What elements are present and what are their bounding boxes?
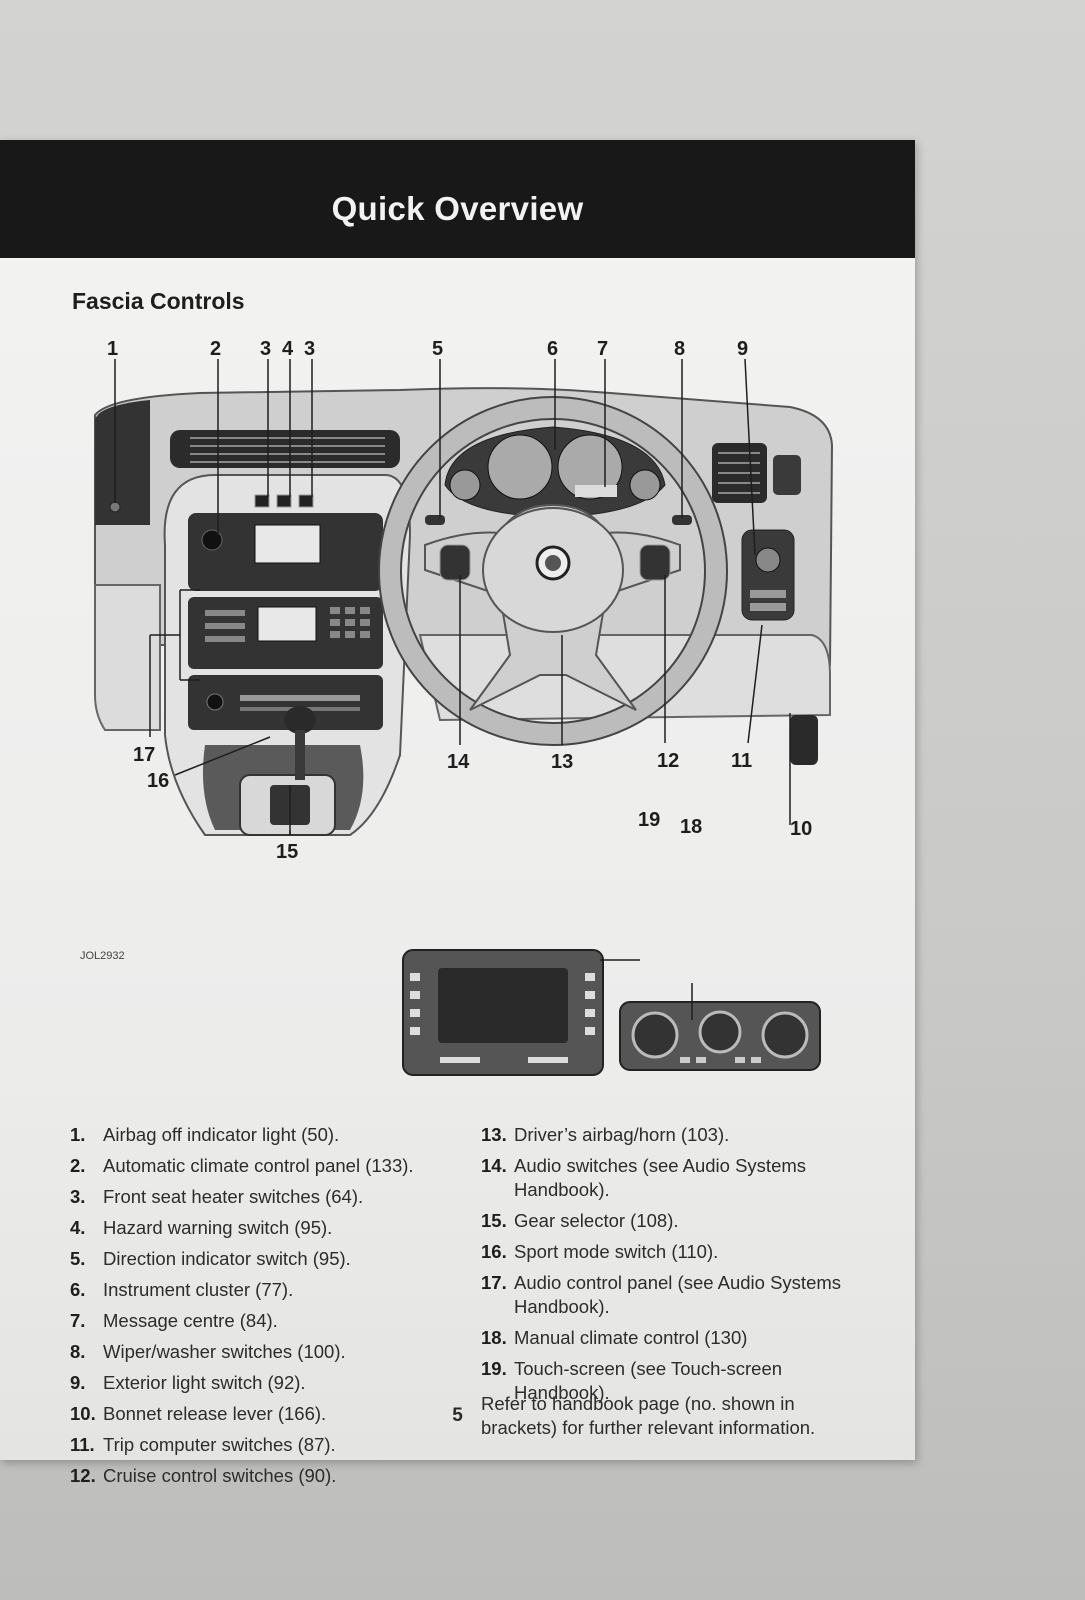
list-item: 12.Cruise control switches (90). bbox=[70, 1465, 337, 1486]
list-item: 4.Hazard warning switch (95). bbox=[70, 1217, 333, 1238]
callout-12: 12 bbox=[657, 750, 679, 772]
list-item: 13.Driver’s airbag/horn (103). bbox=[481, 1124, 730, 1145]
list-item: 3.Front seat heater switches (64). bbox=[70, 1186, 364, 1207]
list-item: 7.Message centre (84). bbox=[70, 1310, 278, 1331]
list-item: 5.Direction indicator switch (95). bbox=[70, 1248, 351, 1269]
callout-10: 10 bbox=[790, 818, 812, 840]
side-vent bbox=[773, 455, 801, 495]
callout-11: 11 bbox=[731, 750, 752, 772]
indicator-stalk bbox=[425, 515, 445, 525]
legend-list-right: 13.Driver’s airbag/horn (103). 14.Audio … bbox=[481, 1123, 871, 1412]
list-item: 15.Gear selector (108). bbox=[481, 1210, 679, 1231]
left-side-panel bbox=[95, 400, 150, 525]
list-item: 11.Trip computer switches (87). bbox=[70, 1434, 336, 1455]
list-item: 16.Sport mode switch (110). bbox=[481, 1241, 719, 1262]
list-item: 19.Touch-screen (see Touch-screen Handbo… bbox=[481, 1358, 783, 1403]
lower-dashboard-left bbox=[94, 584, 161, 731]
center-vent bbox=[170, 430, 400, 468]
seat-heater-switch-left bbox=[254, 494, 270, 508]
hazard-switch bbox=[276, 494, 292, 508]
list-item: 9.Exterior light switch (92). bbox=[70, 1372, 306, 1393]
callout-4: 4 bbox=[282, 338, 294, 360]
manual-page: Quick Overview Fascia Controls bbox=[0, 140, 915, 1460]
callout-17: 17 bbox=[133, 744, 155, 766]
list-item: 17.Audio control panel (see Audio System… bbox=[481, 1272, 842, 1317]
audio-display bbox=[257, 606, 317, 642]
list-item: 10.Bonnet release lever (166). bbox=[70, 1403, 327, 1424]
callout-14: 14 bbox=[447, 751, 470, 773]
callout-19: 19 bbox=[638, 809, 660, 831]
gear-knob bbox=[284, 706, 316, 734]
list-item: 2.Automatic climate control panel (133). bbox=[70, 1155, 414, 1176]
page-number: 5 bbox=[452, 1405, 463, 1426]
steering-wheel-rim bbox=[379, 397, 727, 745]
list-item: 8.Wiper/washer switches (100). bbox=[70, 1341, 346, 1362]
list-item: 1.Airbag off indicator light (50). bbox=[70, 1124, 340, 1145]
list-item: 14.Audio switches (see Audio Systems Han… bbox=[481, 1155, 807, 1200]
callout-7: 7 bbox=[597, 338, 608, 360]
airbag-off-indicator bbox=[109, 501, 121, 513]
callout-3b: 3 bbox=[304, 338, 315, 360]
callout-2: 2 bbox=[210, 338, 221, 360]
callout-9: 9 bbox=[737, 338, 748, 360]
climate-display bbox=[254, 524, 321, 564]
handbook-note: Refer to handbook page (no. shown in bra… bbox=[481, 1393, 816, 1438]
legend-list-left: 1.Airbag off indicator light (50). 2.Aut… bbox=[70, 1123, 460, 1495]
cd-panel bbox=[188, 675, 383, 730]
figure-code: JOL2932 bbox=[80, 950, 125, 962]
list-item: 18.Manual climate control (130) bbox=[481, 1327, 748, 1348]
cruise-switches-steering bbox=[639, 544, 671, 581]
message-centre bbox=[575, 485, 617, 497]
climate-knob bbox=[201, 529, 223, 551]
callout-13: 13 bbox=[551, 751, 573, 773]
callout-15: 15 bbox=[276, 841, 298, 863]
section-title: Fascia Controls bbox=[72, 288, 245, 314]
callout-6: 6 bbox=[547, 338, 558, 360]
wiper-stalk bbox=[672, 515, 692, 525]
seat-heater-switch-right bbox=[298, 494, 314, 508]
callout-1: 1 bbox=[107, 338, 118, 360]
fascia-illustration: 1 2 3 4 3 5 6 7 8 9 17 16 15 14 13 12 11… bbox=[94, 338, 834, 1076]
list-item: 6.Instrument cluster (77). bbox=[70, 1279, 294, 1300]
page-title: Quick Overview bbox=[331, 190, 584, 227]
callout-18: 18 bbox=[680, 816, 702, 838]
callout-5: 5 bbox=[432, 338, 443, 360]
callout-8: 8 bbox=[674, 338, 685, 360]
callout-16: 16 bbox=[147, 770, 169, 792]
header-bar: Quick Overview bbox=[0, 140, 915, 258]
audio-switches-steering bbox=[439, 544, 471, 581]
callout-3a: 3 bbox=[260, 338, 271, 360]
bonnet-release-lever bbox=[790, 715, 818, 765]
